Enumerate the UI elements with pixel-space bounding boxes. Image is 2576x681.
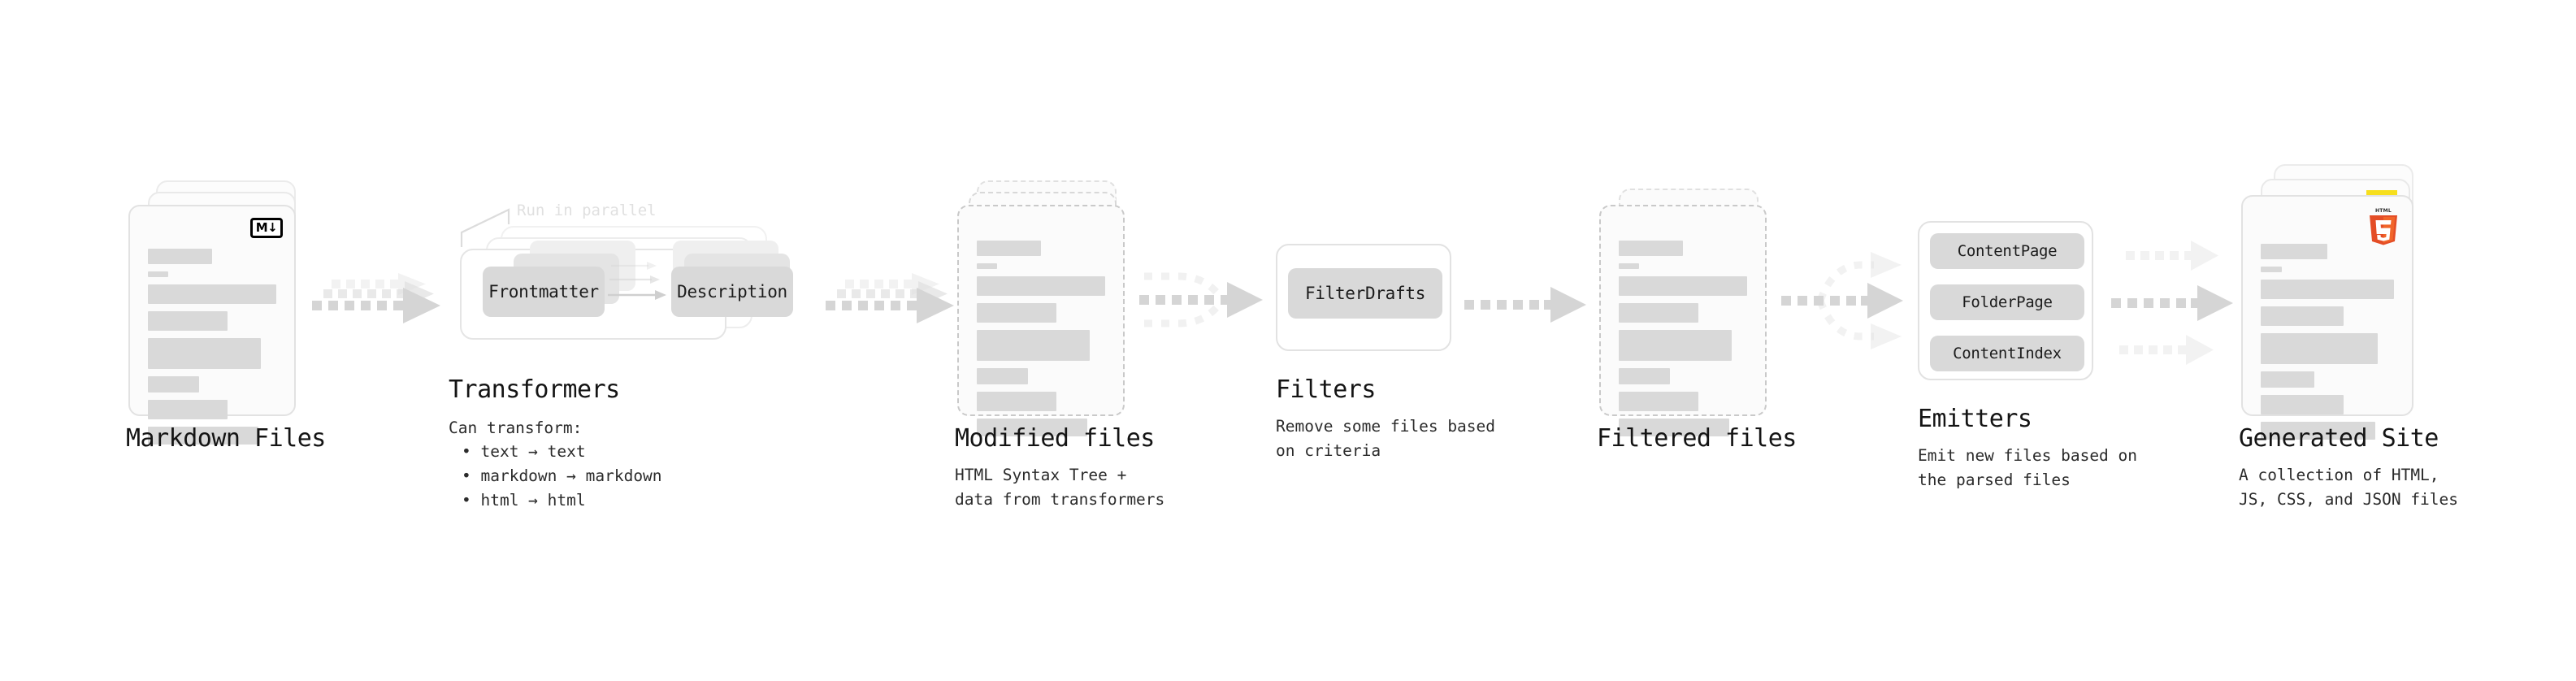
content-bar [1619,276,1747,296]
run-in-parallel-label: Run in parallel [517,202,657,219]
content-bar [148,249,212,264]
markdown-card-front: M↓ [128,205,296,445]
content-bar [2261,422,2376,440]
content-bar [148,400,228,419]
generated-site-card-stack: CSS HTML [2241,164,2436,440]
modified-files-subtitle: HTML Syntax Tree + data from transformer… [955,466,1165,509]
content-bar [1619,392,1698,411]
content-bar [2261,395,2344,414]
content-bar [2261,333,2379,364]
triple-arrow-icon [2111,241,2233,365]
content-bar [2261,371,2314,388]
run-in-parallel-bracket-icon [460,208,510,247]
transformers-bullet-2: • html → html [462,491,586,510]
arrow-filters-to-filtered [1463,286,1593,327]
emitters-subtitle: Emit new files based on the parsed files [1918,446,2138,489]
stage-modified-files: Modified files HTML Syntax Tree + data f… [955,180,1164,509]
chip-label: FolderPage [1962,293,2053,311]
content-bar [2261,244,2327,259]
generated-site-subtitle: A collection of HTML, JS, CSS, and JSON … [2239,466,2459,509]
content-bar [977,276,1105,296]
emitters-box: ContentPage FolderPage ContentIndex [1918,221,2093,380]
content-bar [977,303,1056,323]
content-bar [148,338,262,369]
content-bar [977,392,1056,411]
content-bar [977,330,1091,361]
content-bar [1619,303,1698,323]
content-bar [977,419,1087,436]
stacked-arrow-icon [312,273,440,323]
converging-arrow-icon [1139,272,1263,327]
arrow-markdown-to-transformers [307,268,453,333]
content-bar [1619,368,1671,384]
modified-files-card-stack [957,180,1144,436]
markdown-card-content [148,249,276,452]
generated-card-front-html: HTML [2241,195,2413,440]
content-bar [977,241,1041,256]
diverging-arrow-icon [1781,252,1903,349]
svg-text:HTML: HTML [2375,208,2392,214]
stage-title-modified-files: Modified files [955,424,1155,453]
arrow-modified-to-filters [1136,262,1274,340]
content-bar [148,271,169,277]
chip-label: FilterDrafts [1304,284,1426,303]
stage-title-markdown-files: Markdown Files [126,424,326,453]
content-bar [1619,419,1729,436]
filters-subtitle: Remove some files based on criteria [1276,417,1496,460]
generated-card-content [2261,244,2394,447]
content-bar [148,376,200,393]
filtered-card-front [1599,205,1767,436]
chip-label: Frontmatter [488,282,599,301]
modified-card-front [957,205,1125,436]
stage-title-emitters: Emitters [1918,405,2032,433]
stage-generated-site: CSS HTML [2239,164,2458,509]
transformer-chip-description[interactable]: Description [671,267,793,317]
emitter-chip-folderpage[interactable]: FolderPage [1930,284,2084,320]
stage-filtered-files: Filtered files [1597,180,1797,453]
stage-markdown-files: M↓ M↓ M↓ Markdown Files [126,180,326,453]
markdown-files-card-stack: M↓ M↓ M↓ [128,180,315,445]
filtered-card-content [1619,241,1747,444]
arrow-filtered-to-emitters [1780,244,1918,358]
stage-title-generated-site: Generated Site [2239,424,2439,453]
content-bar [2261,267,2283,272]
stacked-arrow-icon [826,273,954,323]
content-bar [2261,306,2344,326]
transformers-bullet-0: • text → text [462,442,586,461]
stage-title-filtered-files: Filtered files [1597,424,1797,453]
stage-title-filters: Filters [1276,375,1376,404]
content-bar [1619,241,1683,256]
html5-badge-icon: HTML [2370,208,2397,245]
modified-card-content [977,241,1105,444]
content-bar [2261,280,2394,299]
emitter-chip-contentpage[interactable]: ContentPage [1930,233,2084,269]
chip-label: Description [677,282,787,301]
stage-title-transformers: Transformers [449,375,620,404]
filtered-files-card-stack [1599,180,1786,436]
filter-chip-filterdrafts[interactable]: FilterDrafts [1288,268,1442,319]
content-bar [148,284,276,304]
content-bar [148,311,228,331]
emitter-chip-contentindex[interactable]: ContentIndex [1930,336,2084,371]
content-bar [1619,263,1640,269]
content-bar [148,427,258,445]
arrow-transformers-to-modified [821,268,967,333]
filters-box: FilterDrafts [1276,244,1451,351]
transformers-bullet-1: • markdown → markdown [462,466,662,485]
content-bar [977,368,1029,384]
markdown-badge-icon: M↓ [250,218,283,238]
transformer-inner-arrows-icon [608,262,666,300]
chip-label: ContentIndex [1953,345,2062,362]
content-bar [1619,330,1733,361]
content-bar [977,263,998,269]
transformer-chip-frontmatter[interactable]: Frontmatter [483,267,605,317]
transformers-subtitle: Can transform: [449,419,583,437]
arrow-emitters-to-site [2110,234,2248,372]
chip-label: ContentPage [1957,242,2058,260]
single-arrow-icon [1464,287,1586,323]
